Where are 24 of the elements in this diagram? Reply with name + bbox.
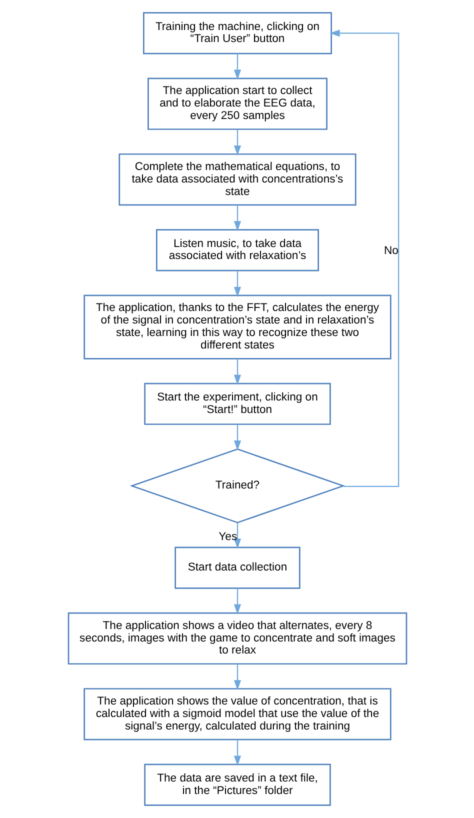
node-box: Start the experiment, clicking on “Start!” button bbox=[144, 382, 330, 425]
node-box: The data are saved in a text file, in the “Pictures” folder bbox=[144, 764, 330, 806]
arrow bbox=[233, 424, 241, 451]
arrow bbox=[233, 54, 241, 80]
arrow bbox=[233, 523, 241, 549]
arrow bbox=[233, 129, 241, 156]
node-box: The application, thanks to the FFT, calculates the energy of the signal in concentration’s state and in relaxation’s state, learning in this way to recognize these two different states bbox=[83, 294, 391, 360]
node-box: The application shows a video that alternates, every 8 seconds, images with the game to concentrate and soft images to relax bbox=[67, 612, 407, 665]
arrow bbox=[233, 740, 241, 766]
arrow bbox=[329, 30, 399, 487]
arrow bbox=[233, 588, 241, 614]
node-box: The application shows the value of concentration, that is calculated with a sigmoid model that use the value of the signal’s energy, calculated during the training bbox=[83, 688, 391, 740]
arrow bbox=[233, 205, 241, 232]
node-box: Start data collection bbox=[174, 546, 300, 589]
node-box: The application start to collect and to elaborate the EEG data, every 250 samples bbox=[147, 78, 327, 130]
edge-label: No bbox=[383, 245, 398, 258]
arrow bbox=[233, 358, 241, 385]
arrow bbox=[233, 664, 241, 690]
node-box: Complete the mathematical equations, to take data associated with concentrations’s state bbox=[118, 153, 356, 206]
node-box: Listen music, to take data associated with relaxation’s bbox=[156, 229, 318, 272]
arrow bbox=[233, 270, 241, 298]
node-diamond: Trained? bbox=[129, 448, 345, 524]
edge-label: Yes bbox=[218, 531, 237, 544]
node-box: Training the machine, clicking on “Train User” button bbox=[142, 12, 332, 54]
